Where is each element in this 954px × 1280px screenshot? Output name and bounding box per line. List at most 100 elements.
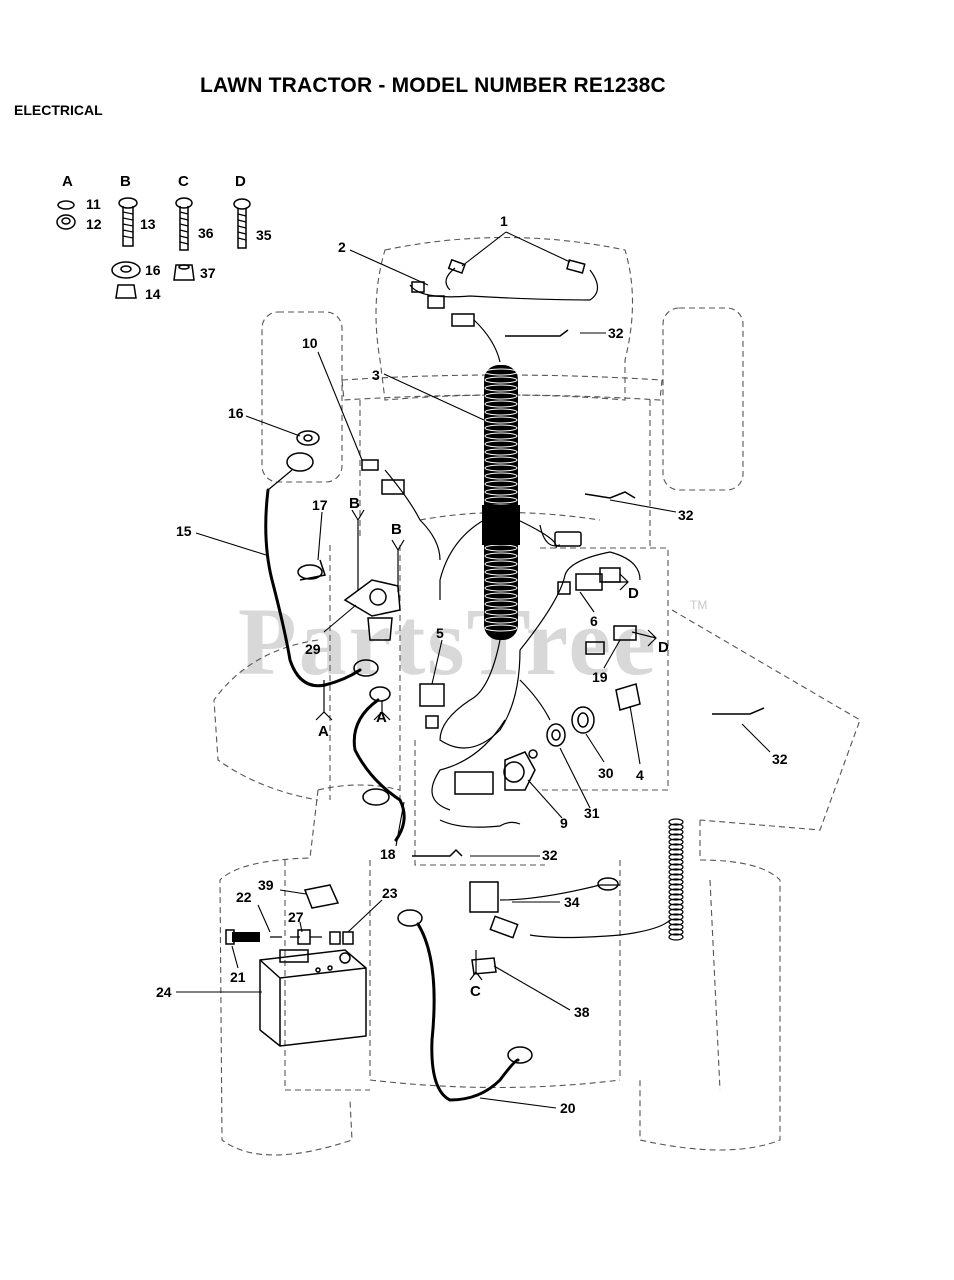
page-title: LAWN TRACTOR - MODEL NUMBER RE1238C (200, 74, 666, 97)
callout-14: 14 (145, 286, 161, 302)
wire-loom (482, 365, 520, 640)
loom-ring (484, 488, 518, 496)
coil-ring (668, 898, 684, 906)
battery-cable-15 (264, 452, 379, 688)
loom-ring (484, 432, 518, 440)
headlight-harness (409, 258, 599, 363)
callout-2: 2 (338, 239, 346, 255)
coil-ring (668, 878, 684, 886)
cable-ties (412, 329, 765, 857)
coil-ring (668, 903, 684, 911)
loom-ring (484, 480, 518, 488)
callout-15: 15 (176, 523, 192, 539)
callout-34: 34 (564, 894, 580, 910)
loom-ring (484, 600, 518, 608)
main-harness (384, 469, 641, 828)
loom-ring (484, 472, 518, 480)
hardware-reference-markers: B B A A C D D (315, 495, 669, 1000)
hardware-key-d: D 35 (233, 173, 272, 249)
callout-4: 4 (636, 767, 644, 783)
callout-23: 23 (382, 885, 398, 901)
tractor-outline (213, 236, 861, 1156)
callout-18: 18 (380, 846, 396, 862)
ref-b-1: B (349, 495, 360, 512)
watermark-tm: TM (690, 598, 708, 612)
key-letter-b: B (120, 173, 131, 190)
loom-ring (484, 616, 518, 624)
ignition-switch (454, 749, 538, 795)
callout-32-d: 32 (542, 847, 558, 863)
coil-ring (668, 923, 684, 931)
hardware-key-b: B 13 16 14 (111, 173, 161, 302)
loom-ring (484, 576, 518, 584)
loom-ring (484, 608, 518, 616)
coil-rings (668, 818, 684, 941)
clip (471, 957, 497, 975)
callout-3: 3 (372, 367, 380, 383)
coil-cable (469, 818, 684, 941)
coil-ring (668, 853, 684, 861)
callout-29: 29 (305, 641, 321, 657)
coil-ring (668, 823, 684, 831)
callout-13: 13 (140, 216, 156, 232)
ref-c-1: C (470, 983, 481, 1000)
coil-ring (668, 883, 684, 891)
hardware-key-a: A 11 12 (56, 173, 102, 232)
callout-30: 30 (598, 765, 614, 781)
callout-11: 11 (86, 196, 101, 212)
callout-1: 1 (500, 213, 508, 229)
loom-ring (484, 552, 518, 560)
callout-35: 35 (256, 227, 272, 243)
loom-ring (484, 496, 518, 504)
section-label: ELECTRICAL (14, 102, 103, 118)
callout-16: 16 (145, 262, 161, 278)
callout-32-a: 32 (608, 325, 624, 341)
loom-ring (484, 560, 518, 568)
callout-12: 12 (86, 216, 102, 232)
ref-d-1: D (628, 585, 639, 602)
coil-ring (668, 838, 684, 846)
loom-ring (484, 384, 518, 392)
key-letter-a: A (62, 173, 73, 190)
callout-38: 38 (574, 1004, 590, 1020)
callout-39: 39 (258, 877, 274, 893)
coil-ring (668, 908, 684, 916)
callout-16-b: 16 (228, 405, 244, 421)
battery (225, 884, 367, 1047)
leader-lines (176, 231, 771, 1109)
coil-ring (668, 843, 684, 851)
callout-17: 17 (312, 497, 328, 513)
loom-ring (484, 440, 518, 448)
loom-ring (484, 416, 518, 424)
coil-ring (668, 893, 684, 901)
loom-ring (484, 408, 518, 416)
coil-ring (668, 828, 684, 836)
coil-ring (668, 918, 684, 926)
ground-cable-18 (352, 686, 406, 842)
loom-ring (484, 376, 518, 384)
loom-ring (484, 464, 518, 472)
callout-32-b: 32 (678, 507, 694, 523)
loom-ring (484, 624, 518, 632)
coil-ring (668, 848, 684, 856)
hardware-key-c: C 36 37 (173, 173, 216, 281)
callout-10: 10 (302, 335, 318, 351)
loom-ring (484, 592, 518, 600)
callout-37: 37 (200, 265, 216, 281)
loom-ring (484, 424, 518, 432)
coil-ring (668, 873, 684, 881)
coil-ring (668, 858, 684, 866)
coil-ring (668, 868, 684, 876)
solenoid (297, 559, 401, 641)
callout-5: 5 (436, 625, 444, 641)
loom-ring (484, 456, 518, 464)
loom-ring (484, 584, 518, 592)
seat-switch (419, 683, 445, 729)
ref-a-2: A (376, 709, 387, 726)
key-letter-c: C (178, 173, 189, 190)
ref-a-1: A (318, 723, 329, 740)
coil-ring (668, 933, 684, 941)
callout-32-c: 32 (772, 751, 788, 767)
loom-ring (484, 568, 518, 576)
